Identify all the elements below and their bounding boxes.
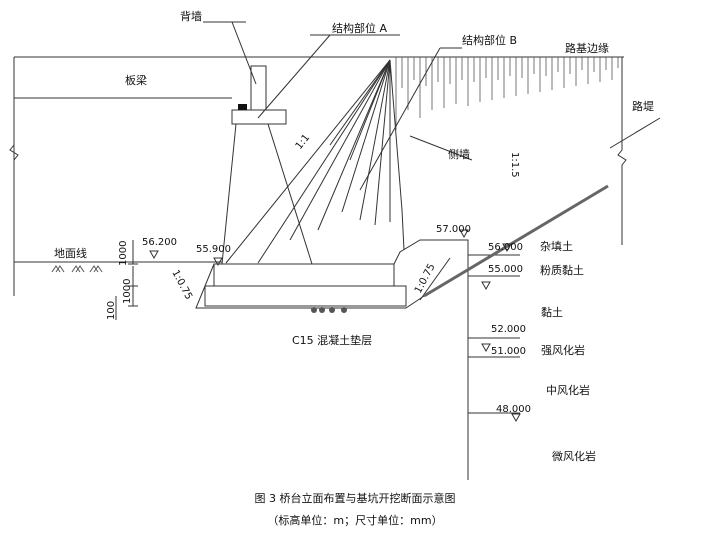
slope-line-thick: [423, 184, 609, 298]
abutment-right-face: [267, 123, 313, 265]
label-slope-1-1: 1:1: [294, 132, 313, 151]
elev-55-900: 55.900: [196, 244, 231, 255]
excavation-slope-left: [195, 263, 425, 309]
dim-1000-a: 1000: [118, 241, 129, 266]
elev-57-000: 57.000: [436, 224, 471, 235]
label-ground-line: 地面线: [54, 246, 87, 260]
elev-48-000: 48.000: [496, 404, 531, 415]
grass-symbols: [51, 265, 103, 273]
dim-100: 100: [106, 301, 117, 320]
footing-upper: [213, 263, 395, 287]
label-back-wall: 背墙: [180, 9, 202, 23]
embankment-hatch: [395, 57, 619, 130]
dim-1000-b: 1000: [122, 279, 133, 304]
right-break-line: [617, 57, 627, 245]
elevation-markers: [149, 229, 521, 423]
stratum-silty-clay: 粉质黏土: [540, 263, 584, 277]
back-wall: [250, 65, 267, 111]
label-slope-left: 1:0.75: [169, 268, 194, 301]
label-cushion: C15 混凝土垫层: [292, 333, 372, 347]
stratum-slight-weathered: 微风化岩: [552, 449, 596, 463]
left-break-mark: [9, 144, 19, 161]
elev-56-200: 56.200: [142, 237, 177, 248]
ground-bumps: [311, 307, 347, 313]
excavation-right-boundary: [393, 239, 469, 480]
label-slope-1-15: 1:1.5: [509, 152, 520, 178]
elev-56-000: 56.000: [488, 242, 523, 253]
label-embankment: 路堤: [632, 100, 654, 113]
elev-51-000: 51.000: [491, 346, 526, 357]
label-structure-a: 结构部位 A: [332, 21, 387, 35]
label-roadbed-edge: 路基边缘: [565, 42, 609, 55]
side-wall-line: [401, 209, 405, 251]
caption-subtitle: （标高单位：m；尺寸单位：mm）: [267, 513, 442, 527]
bearing-block: [238, 104, 247, 110]
label-side-wall: 侧墙: [448, 147, 470, 161]
label-slab-beam: 板梁: [125, 73, 147, 87]
abutment-left-face: [221, 123, 237, 265]
stratum-clay: 黏土: [541, 305, 563, 319]
elev-55-000: 55.000: [488, 264, 523, 275]
label-structure-b: 结构部位 B: [462, 33, 517, 47]
footing-lower: [204, 285, 407, 307]
caption-title: 图 3 桥台立面布置与基坑开挖断面示意图: [255, 491, 456, 505]
stratum-fill: 杂填土: [540, 239, 573, 253]
stratum-medium-weathered: 中风化岩: [546, 383, 590, 397]
elev-52-000: 52.000: [491, 324, 526, 335]
stratum-strong-weathered: 强风化岩: [541, 343, 585, 357]
excavation-slope-right: [419, 257, 451, 301]
abutment-cap: [231, 109, 287, 125]
